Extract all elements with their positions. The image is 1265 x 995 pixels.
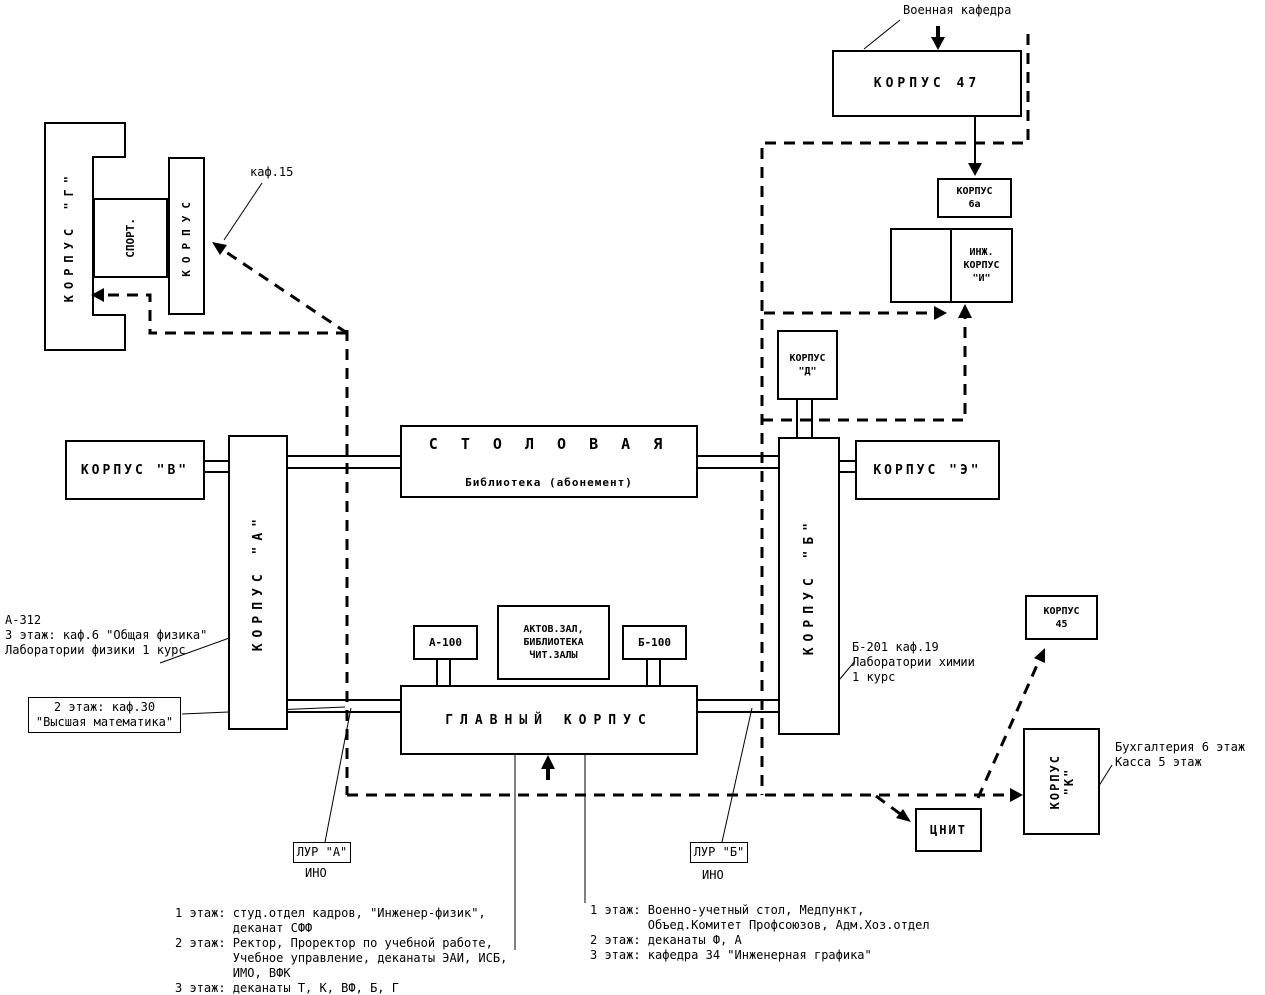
building-aktov-zal: АКТОВ.ЗАЛ, БИБЛИОТЕКА ЧИТ.ЗАЛЫ bbox=[497, 605, 610, 680]
building-korpus-a-label: КОРПУС "А" bbox=[250, 513, 266, 652]
building-a-100-label: А-100 bbox=[428, 636, 463, 649]
building-aktov-zal-label: АКТОВ.ЗАЛ, БИБЛИОТЕКА ЧИТ.ЗАЛЫ bbox=[523, 624, 584, 661]
building-korpus-47-label: КОРПУС 47 bbox=[873, 76, 981, 91]
building-tsnit: ЦНИТ bbox=[915, 808, 982, 852]
building-korpus-g-annex: КОРПУС bbox=[168, 157, 205, 315]
building-stolovaya: С Т О Л О В А Я Библиотека (абонемент) bbox=[400, 425, 698, 498]
building-korpus-g-label: КОРПУС "Г" bbox=[62, 170, 76, 303]
annotation-lur-a: ЛУР "А" bbox=[293, 842, 351, 863]
building-korpus-b-label: КОРПУС "Б" bbox=[801, 516, 817, 656]
building-inzh-korpus-i-label: ИНЖ. КОРПУС "И" bbox=[963, 247, 1000, 284]
stolovaya-title: С Т О Л О В А Я bbox=[428, 434, 670, 453]
annotation-voennaya-kafedra: Военная кафедра bbox=[903, 3, 1012, 17]
building-korpus-45: КОРПУС 45 bbox=[1025, 595, 1098, 640]
annotation-kaf-30: 2 этаж: каф.30 "Высшая математика" bbox=[28, 697, 181, 733]
building-korpus-g-outline bbox=[44, 122, 126, 351]
annotation-buhgalteria: Бухгалтерия 6 этаж Касса 5 этаж bbox=[1115, 740, 1246, 769]
building-korpus-6a-label: КОРПУС 6а bbox=[956, 186, 993, 210]
building-korpus-d: КОРПУС "Д" bbox=[777, 330, 838, 400]
building-korpus-e: КОРПУС "Э" bbox=[855, 440, 1000, 500]
building-korpus-g-annex-label: КОРПУС bbox=[180, 195, 193, 277]
building-korpus-d-label: КОРПУС "Д" bbox=[789, 353, 826, 377]
annotation-ino-b: ИНО bbox=[702, 868, 724, 882]
building-korpus-g-label-wrap: КОРПУС "Г" bbox=[45, 123, 93, 350]
building-korpus-45-label: КОРПУС 45 bbox=[1043, 605, 1080, 630]
annotation-kaf-15: каф.15 bbox=[250, 165, 294, 179]
stolovaya-subtitle: Библиотека (абонемент) bbox=[465, 475, 633, 489]
building-korpus-v-label: КОРПУС "В" bbox=[80, 462, 190, 478]
building-sport-hall: СПОРТ. bbox=[93, 198, 168, 278]
building-korpus-k-label: КОРПУС "К" bbox=[1047, 753, 1076, 810]
annotation-korpus-b-floors: 1 этаж: Военно-учетный стол, Медпункт, О… bbox=[590, 903, 930, 962]
building-a-100: А-100 bbox=[413, 625, 478, 660]
building-korpus-e-label: КОРПУС "Э" bbox=[873, 462, 982, 478]
building-korpus-k: КОРПУС "К" bbox=[1023, 728, 1100, 835]
dashed-routes bbox=[105, 34, 1043, 818]
building-b-100-label: Б-100 bbox=[637, 636, 672, 649]
building-b-100: Б-100 bbox=[622, 625, 687, 660]
building-inzh-korpus-i: ИНЖ. КОРПУС "И" bbox=[950, 228, 1013, 303]
building-korpus-b: КОРПУС "Б" bbox=[778, 437, 840, 735]
annotation-a-312: А-312 3 этаж: каф.6 "Общая физика" Лабор… bbox=[5, 613, 208, 657]
building-korpus-6a: КОРПУС 6а bbox=[937, 178, 1012, 218]
building-tsnit-label: ЦНИТ bbox=[930, 823, 967, 837]
leader-lines bbox=[159, 19, 1113, 950]
annotation-lur-b: ЛУР "Б" bbox=[690, 842, 748, 863]
annotation-b-201: Б-201 каф.19 Лаборатории химии 1 курс bbox=[852, 640, 975, 684]
building-inzh-annex bbox=[890, 228, 952, 303]
building-glavny-korpus-label: ГЛАВНЫЙ КОРПУС bbox=[445, 712, 653, 728]
building-korpus-v: КОРПУС "В" bbox=[65, 440, 205, 500]
annotation-ino-a: ИНО bbox=[305, 866, 327, 880]
building-korpus-47: КОРПУС 47 bbox=[832, 50, 1022, 117]
corridor-lines bbox=[205, 400, 855, 713]
annotation-glavny-floors: 1 этаж: студ.отдел кадров, "Инженер-физи… bbox=[175, 906, 508, 995]
building-sport-hall-label: СПОРТ. bbox=[124, 218, 137, 258]
building-korpus-a: КОРПУС "А" bbox=[228, 435, 288, 730]
building-glavny-korpus: ГЛАВНЫЙ КОРПУС bbox=[400, 685, 698, 755]
